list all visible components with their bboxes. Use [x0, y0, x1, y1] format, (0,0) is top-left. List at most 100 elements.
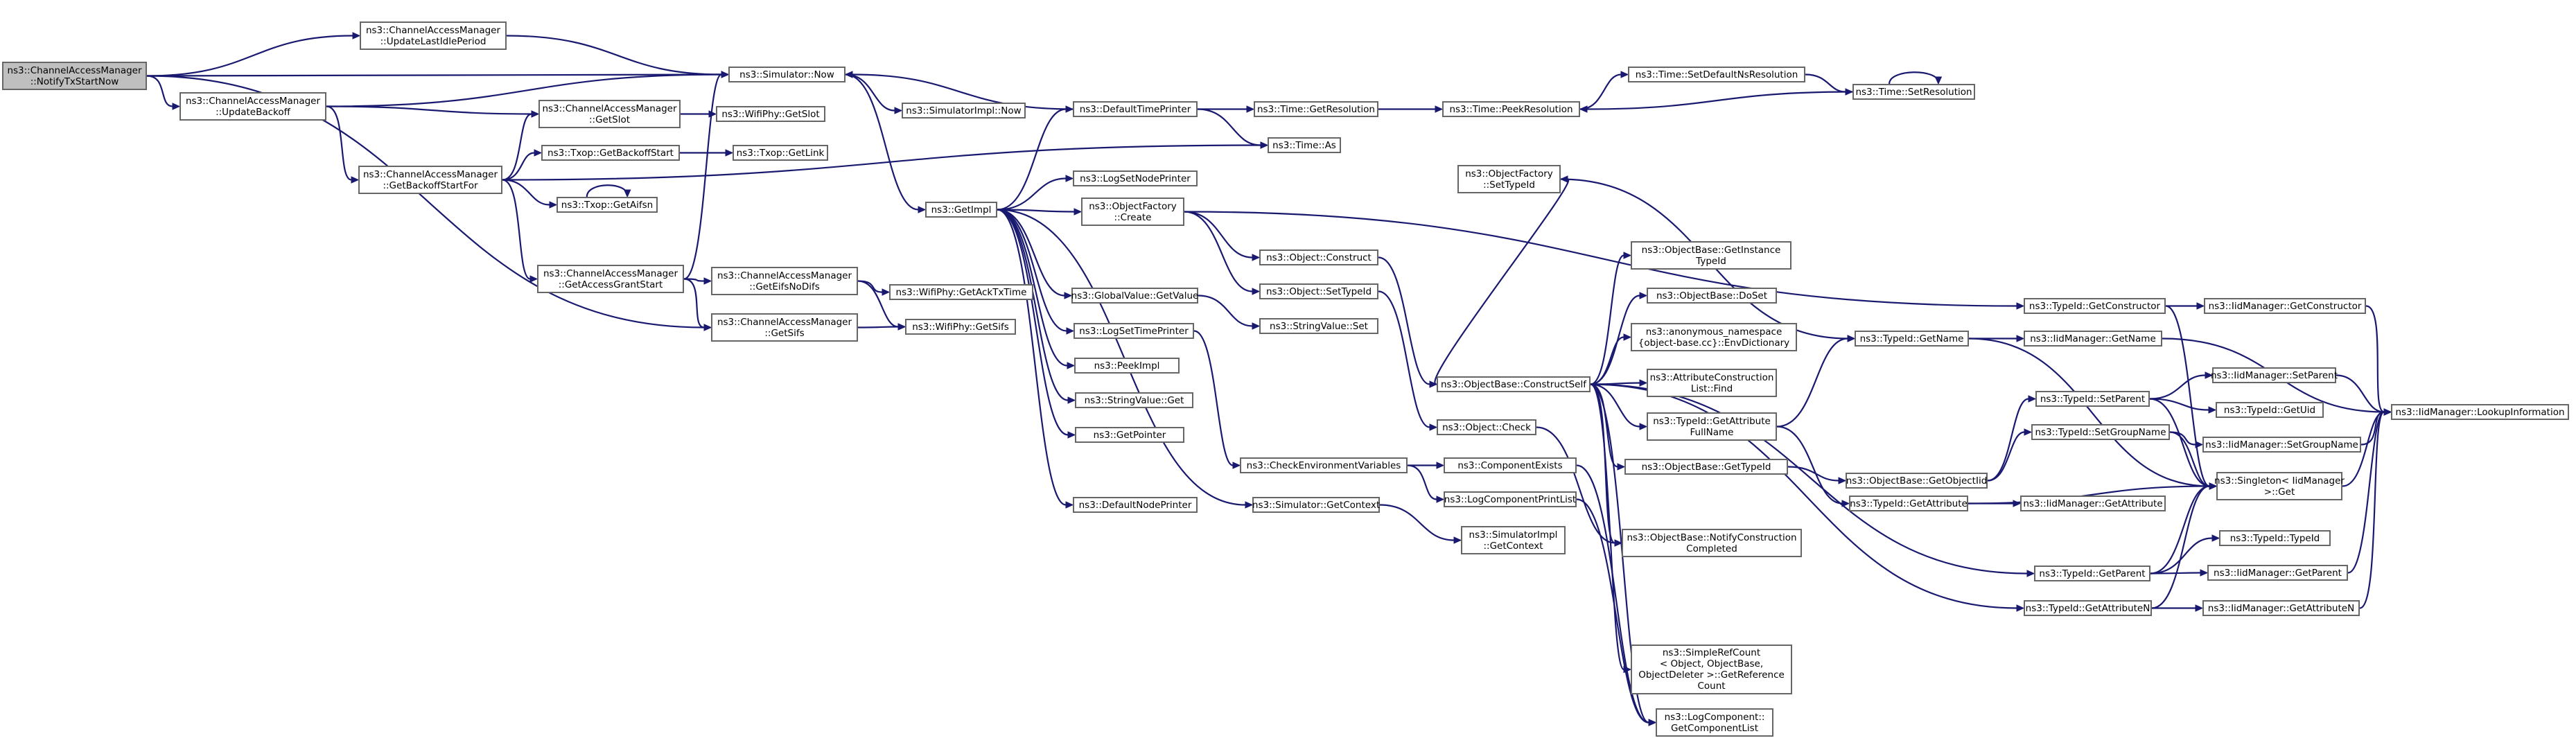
node-simulator-now-line1: ns3::Simulator::Now [739, 69, 834, 80]
node-typeid-getconstructor[interactable]: ns3::TypeId::GetConstructor [2024, 298, 2166, 314]
node-time-setdefaultnsresolution-line1: ns3::Time::SetDefaultNsResolution [1635, 69, 1798, 80]
node-updatelastidleperiod-line1: ns3::ChannelAccessManager [365, 24, 501, 36]
node-typeid-setparent[interactable]: ns3::TypeId::SetParent [2035, 391, 2150, 407]
node-simulatorimpl-getcontext-line2: ::GetContext [1483, 540, 1543, 552]
node-logcomponent-getcomponentlist-line1: ns3::LogComponent:: [1664, 711, 1765, 723]
call-edge [2150, 537, 2213, 575]
node-typeid-getattribute[interactable]: ns3::TypeId::GetAttribute [1849, 496, 1968, 511]
node-typeid-getname[interactable]: ns3::TypeId::GetName [1855, 331, 1969, 347]
node-geteifsnodifs[interactable]: ns3::ChannelAccessManager::GetEifsNoDifs [711, 267, 858, 295]
node-objectfactory-settypeid[interactable]: ns3::ObjectFactory::SetTypeId [1457, 165, 1561, 193]
node-globalvalue-getvalue[interactable]: ns3::GlobalValue::GetValue [1071, 288, 1198, 304]
node-simplerefcount-line3: ObjectDeleter >::GetReference [1638, 669, 1785, 681]
node-logsetnodeprinter-line1: ns3::LogSetNodePrinter [1080, 173, 1191, 184]
node-wifiphy-getsifs[interactable]: ns3::WifiPhy::GetSifs [905, 319, 1016, 335]
node-objectbase-gettypeid[interactable]: ns3::ObjectBase::GetTypeId [1624, 459, 1788, 475]
node-time-peekresolution[interactable]: ns3::Time::PeekResolution [1442, 101, 1580, 117]
node-iidmanager-getconstructor[interactable]: ns3::IidManager::GetConstructor [2204, 298, 2366, 314]
call-edge-arrowhead [172, 103, 181, 110]
node-iidmanager-lookupinformation[interactable]: ns3::IidManager::LookupInformation [2391, 404, 2569, 420]
node-cam-getslot[interactable]: ns3::ChannelAccessManager::GetSlot [538, 100, 681, 128]
call-edge [997, 209, 1065, 297]
node-simulatorimpl-getcontext[interactable]: ns3::SimulatorImpl::GetContext [1461, 526, 1566, 554]
node-getpointer[interactable]: ns3::GetPointer [1075, 427, 1184, 443]
node-time-as[interactable]: ns3::Time::As [1268, 137, 1341, 153]
node-simulator-now[interactable]: ns3::Simulator::Now [728, 67, 845, 82]
node-wifiphy-getslot[interactable]: ns3::WifiPhy::GetSlot [716, 106, 825, 122]
node-defaulttimeprinter[interactable]: ns3::DefaultTimePrinter [1073, 101, 1198, 117]
node-logsettimeprinter[interactable]: ns3::LogSetTimePrinter [1074, 323, 1194, 339]
call-edge [146, 73, 722, 77]
call-edge-arrowhead [1620, 71, 1629, 78]
call-edge-arrowhead [1067, 431, 1076, 439]
call-edge [857, 280, 899, 328]
node-checkenvironmentvariables[interactable]: ns3::CheckEnvironmentVariables [1240, 457, 1408, 473]
node-wifiphy-getacktxtime[interactable]: ns3::WifiPhy::GetAckTxTime [889, 284, 1033, 300]
node-time-setdefaultnsresolution[interactable]: ns3::Time::SetDefaultNsResolution [1628, 67, 1805, 82]
node-defaultnodeprinter[interactable]: ns3::DefaultNodePrinter [1073, 497, 1198, 513]
call-edge [586, 184, 629, 198]
node-componentexists[interactable]: ns3::ComponentExists [1444, 457, 1577, 473]
node-objectbase-getobjectiid[interactable]: ns3::ObjectBase::GetObjectIid [1846, 473, 1988, 489]
node-peekimpl[interactable]: ns3::PeekImpl [1074, 358, 1180, 374]
node-iidmanager-getattribute[interactable]: ns3::IidManager::GetAttribute [2020, 496, 2166, 511]
node-logcomponentprintlist[interactable]: ns3::LogComponentPrintList [1444, 491, 1577, 507]
node-stringvalue-get[interactable]: ns3::StringValue::Get [1075, 392, 1193, 408]
node-typeid-getuid[interactable]: ns3::TypeId::GetUid [2216, 402, 2324, 418]
node-logcomponent-getcomponentlist[interactable]: ns3::LogComponent::GetComponentList [1656, 708, 1773, 737]
node-iidmanager-getname[interactable]: ns3::IidManager::GetName [2024, 331, 2162, 347]
call-edge [997, 209, 1246, 506]
node-txop-getaifsn[interactable]: ns3::Txop::GetAifsn [557, 197, 658, 213]
node-singleton-iidmanager-get[interactable]: ns3::Singleton< IidManager >::Get [2214, 472, 2345, 500]
node-getaccessgrantstart[interactable]: ns3::ChannelAccessManager::GetAccessGran… [537, 265, 684, 293]
call-edge-arrowhead [2205, 371, 2214, 379]
node-objectfactory-create[interactable]: ns3::ObjectFactory::Create [1081, 198, 1184, 226]
node-updatelastidleperiod[interactable]: ns3::ChannelAccessManager::UpdateLastIdl… [360, 21, 507, 50]
node-cam-getsifs-line1: ns3::ChannelAccessManager [717, 316, 852, 328]
node-updatebackoff[interactable]: ns3::ChannelAccessManager::UpdateBackoff [179, 92, 326, 121]
node-typeid-setgroupname[interactable]: ns3::TypeId::SetGroupName [2031, 424, 2170, 440]
call-edge-arrowhead [2013, 500, 2022, 507]
node-stringvalue-set[interactable]: ns3::StringValue::Set [1259, 318, 1378, 334]
node-logsetnodeprinter[interactable]: ns3::LogSetNodePrinter [1073, 170, 1198, 186]
call-edge-arrowhead [1934, 76, 1943, 85]
node-getimpl[interactable]: ns3::GetImpl [925, 202, 997, 218]
node-object-check[interactable]: ns3::Object::Check [1437, 419, 1536, 435]
call-edge-arrowhead [1067, 396, 1076, 404]
call-edge [1889, 71, 1939, 85]
node-txop-getlink[interactable]: ns3::Txop::GetLink [733, 145, 828, 161]
node-simplerefcount-line4: Count [1697, 681, 1726, 692]
node-iidmanager-setparent[interactable]: ns3::IidManager::SetParent [2211, 367, 2338, 383]
call-edge [146, 75, 173, 107]
node-typeid-getparent[interactable]: ns3::TypeId::GetParent [2034, 566, 2150, 581]
node-simplerefcount-getreferencecount[interactable]: ns3::SimpleRefCount< Object, ObjectBase,… [1631, 645, 1792, 694]
node-typeid-typeid[interactable]: ns3::TypeId::TypeId [2219, 530, 2331, 546]
call-edge-arrowhead [531, 110, 540, 118]
node-iidmanager-getparent[interactable]: ns3::IidManager::GetParent [2207, 565, 2348, 581]
call-edge [1787, 466, 1839, 482]
node-objectbase-doset[interactable]: ns3::ObjectBase::DoSet [1647, 288, 1777, 304]
call-edge [2347, 411, 2385, 574]
call-edge [2169, 431, 2210, 487]
node-getbackoffstartfor[interactable]: ns3::ChannelAccessManager::GetBackoffSta… [358, 166, 502, 194]
node-cam-getsifs[interactable]: ns3::ChannelAccessManager::GetSifs [711, 313, 858, 342]
call-edge-arrowhead [2195, 604, 2204, 612]
node-object-settypeid[interactable]: ns3::Object::SetTypeId [1259, 283, 1378, 299]
node-iidmanager-setgroupname[interactable]: ns3::IidManager::SetGroupName [2202, 437, 2361, 453]
node-simulatorimpl-now[interactable]: ns3::SimulatorImpl::Now [902, 103, 1026, 119]
node-objectbase-constructself[interactable]: ns3::ObjectBase::ConstructSelf [1437, 376, 1591, 392]
node-simulator-getcontext[interactable]: ns3::Simulator::GetContext [1252, 497, 1380, 513]
node-envdictionary[interactable]: ns3::anonymous_namespace{object-base.cc}… [1631, 323, 1797, 351]
node-object-construct[interactable]: ns3::Object::Construct [1259, 249, 1378, 265]
node-object-check-line1: ns3::Object::Check [1442, 421, 1531, 433]
node-time-setresolution[interactable]: ns3::Time::SetResolution [1852, 84, 1975, 100]
node-time-getresolution[interactable]: ns3::Time::GetResolution [1254, 101, 1378, 117]
node-iidmanager-getattributen[interactable]: ns3::IidManager::GetAttributeN [2202, 600, 2360, 616]
call-edge [1805, 73, 1846, 93]
node-txop-getbackoffstart[interactable]: ns3::Txop::GetBackoffStart [541, 145, 680, 161]
node-typeid-getattributen[interactable]: ns3::TypeId::GetAttributeN [2024, 600, 2152, 616]
